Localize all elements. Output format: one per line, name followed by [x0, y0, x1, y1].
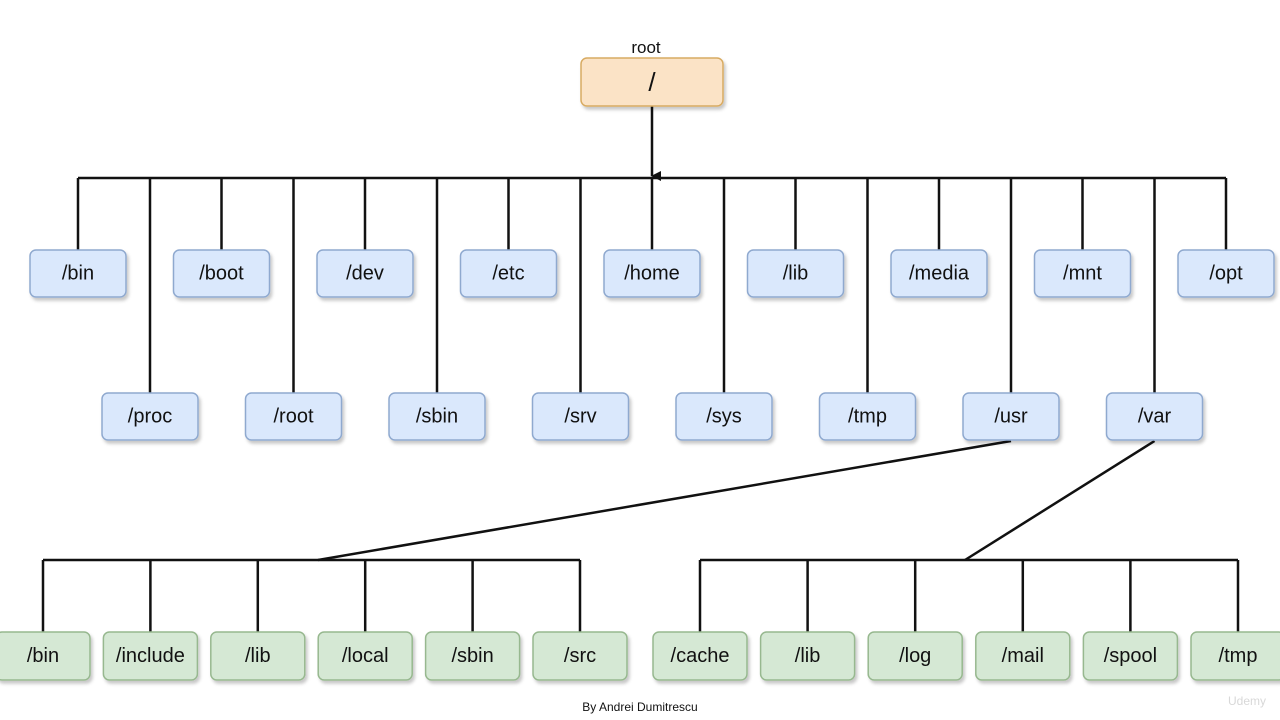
var-child-lib-label: /lib: [795, 645, 821, 667]
directory-nodes: / /bin/boot/dev/etc/home/lib/media/mnt/op…: [0, 57, 1280, 681]
var-child-tmp: /tmp: [1190, 631, 1280, 681]
dir-dev: /dev: [316, 249, 414, 298]
dir-lib: /lib: [746, 249, 845, 298]
usr-child-sbin-label: /sbin: [451, 645, 493, 667]
var-child-tmp-label: /tmp: [1219, 645, 1258, 667]
usr-child-bin-box: [0, 631, 91, 681]
root-node: /: [580, 57, 724, 107]
root-node-box: [580, 57, 724, 107]
usr-child-src: /src: [532, 631, 628, 681]
usr-child-src-box: [532, 631, 628, 681]
author-credit: By Andrei Dumitrescu: [582, 700, 698, 714]
dir-root-box: [244, 392, 343, 441]
var-child-log-label: /log: [899, 645, 931, 667]
usr-child-src-label: /src: [564, 645, 596, 667]
var-child-mail-label: /mail: [1002, 645, 1044, 667]
dir-home: /home: [603, 249, 701, 298]
dir-opt: /opt: [1177, 249, 1275, 298]
usr-child-sbin-box: [424, 631, 521, 681]
dir-sbin-box: [388, 392, 486, 441]
dir-bin-label: /bin: [62, 263, 94, 285]
var-child-mail: /mail: [975, 631, 1071, 681]
dir-lib-label: /lib: [783, 263, 809, 285]
dir-root: /root: [244, 392, 343, 441]
var-child-cache: /cache: [652, 631, 748, 681]
usr-child-local-label: /local: [342, 645, 389, 667]
dir-etc-label: /etc: [492, 263, 524, 285]
dir-proc-label: /proc: [128, 406, 172, 428]
usr-child-include-label: /include: [116, 645, 185, 667]
dir-proc: /proc: [101, 392, 199, 441]
dir-sys: /sys: [675, 392, 773, 441]
usr-child-include: /include: [102, 631, 199, 681]
usr-child-sbin: /sbin: [424, 631, 521, 681]
dir-lib-box: [746, 249, 845, 298]
dir-root-label: /root: [273, 406, 313, 428]
dir-bin: /bin: [29, 249, 127, 298]
dir-media-box: [890, 249, 988, 298]
dir-mnt: /mnt: [1033, 249, 1132, 298]
usr-diagonal-connector: [317, 439, 1012, 562]
dir-opt-label: /opt: [1209, 263, 1243, 285]
dir-dev-box: [316, 249, 414, 298]
var-child-cache-label: /cache: [671, 645, 730, 667]
root-label: root: [631, 38, 661, 57]
dir-boot-box: [172, 249, 271, 298]
usr-child-local-box: [317, 631, 413, 681]
usr-child-lib-label: /lib: [245, 645, 271, 667]
dir-mnt-label: /mnt: [1063, 263, 1102, 285]
dir-opt-box: [1177, 249, 1275, 298]
dir-sbin: /sbin: [388, 392, 486, 441]
var-child-tmp-box: [1190, 631, 1280, 681]
dir-tmp-box: [818, 392, 917, 441]
dir-boot: /boot: [172, 249, 271, 298]
dir-var-box: [1105, 392, 1204, 441]
dir-tmp: /tmp: [818, 392, 917, 441]
dir-proc-box: [101, 392, 199, 441]
dir-sbin-label: /sbin: [416, 406, 458, 428]
dir-srv: /srv: [531, 392, 630, 441]
var-child-spool-label: /spool: [1104, 645, 1157, 667]
dir-etc: /etc: [459, 249, 558, 298]
dir-srv-box: [531, 392, 630, 441]
dir-usr: /usr: [962, 392, 1060, 441]
dir-usr-box: [962, 392, 1060, 441]
usr-child-lib-box: [210, 631, 306, 681]
usr-child-include-box: [102, 631, 199, 681]
var-child-spool-box: [1082, 631, 1179, 681]
dir-srv-label: /srv: [564, 406, 596, 428]
var-child-log: /log: [867, 631, 963, 681]
usr-child-lib: /lib: [210, 631, 306, 681]
var-child-lib-box: [759, 631, 856, 681]
var-child-cache-box: [652, 631, 748, 681]
var-child-lib: /lib: [759, 631, 856, 681]
dir-mnt-box: [1033, 249, 1132, 298]
dir-tmp-label: /tmp: [848, 406, 887, 428]
usr-child-bin-label: /bin: [27, 645, 59, 667]
watermark-logo: Udemy: [1227, 694, 1266, 708]
dir-var: /var: [1105, 392, 1204, 441]
dir-media: /media: [890, 249, 988, 298]
dir-media-label: /media: [909, 263, 970, 285]
dir-sys-box: [675, 392, 773, 441]
dir-home-label: /home: [624, 263, 680, 285]
usr-child-bin: /bin: [0, 631, 91, 681]
dir-boot-label: /boot: [199, 263, 244, 285]
dir-var-label: /var: [1138, 406, 1172, 428]
dir-bin-box: [29, 249, 127, 298]
var-child-spool: /spool: [1082, 631, 1179, 681]
connector-lines: [41, 106, 1240, 632]
var-child-mail-box: [975, 631, 1071, 681]
var-child-log-box: [867, 631, 963, 681]
dir-dev-label: /dev: [346, 263, 384, 285]
dir-etc-box: [459, 249, 558, 298]
root-node-label: /: [648, 67, 656, 97]
var-diagonal-connector: [964, 439, 1156, 562]
dir-sys-label: /sys: [706, 406, 742, 428]
usr-child-local: /local: [317, 631, 413, 681]
dir-home-box: [603, 249, 701, 298]
dir-usr-label: /usr: [994, 406, 1028, 428]
